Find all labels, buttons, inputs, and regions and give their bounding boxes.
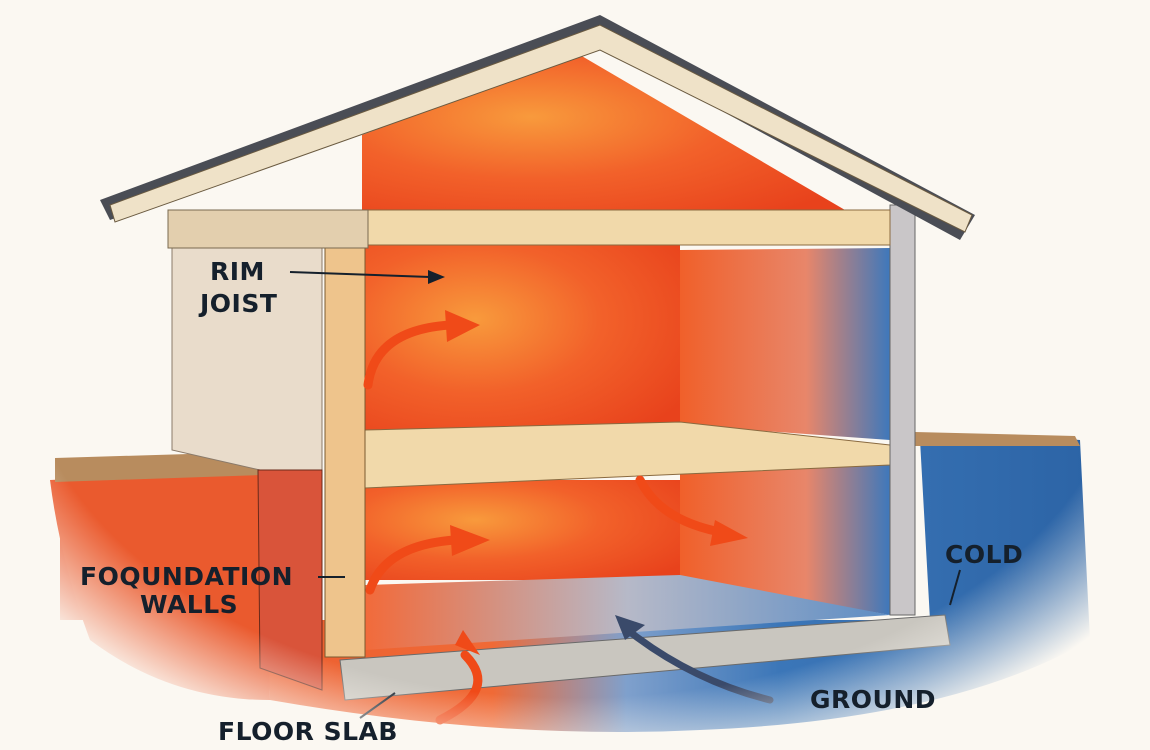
label-joist: JOIST — [198, 289, 277, 318]
label-ground: GROUND — [810, 685, 936, 714]
label-floor-slab: FLOOR SLAB — [218, 717, 398, 746]
label-cold: COLD — [945, 540, 1023, 569]
label-walls: WALLS — [140, 590, 238, 619]
label-rim: RIM — [210, 257, 265, 286]
label-foundation: FOQUNDATION — [80, 562, 293, 591]
